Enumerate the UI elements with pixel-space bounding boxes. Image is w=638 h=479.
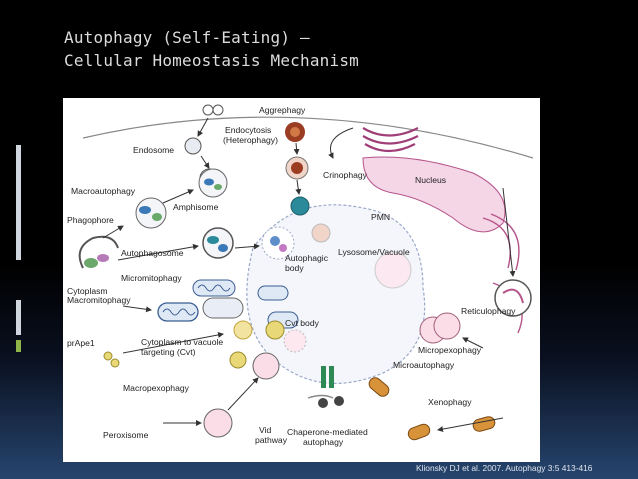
label-aggrephagy: Aggrephagy [259,105,306,115]
slide-title: Autophagy (Self-Eating) – Cellular Homeo… [64,26,524,72]
autophagy-diagram: Aggrephagy Endocytosis (Heterophagy) End… [63,98,540,462]
macroautophagy-vesicle-icon [135,197,167,229]
bacterium-icon [368,377,496,441]
label-amphisome: Amphisome [173,202,219,212]
autophagic-body-icon [261,226,295,260]
slide-title-line-1: Autophagy (Self-Eating) – [64,28,310,47]
label-chaperone-line-1: Chaperone-mediated [287,427,368,437]
label-cytoplasm: Cytoplasm [67,286,108,296]
diagram-svg: Aggrephagy Endocytosis (Heterophagy) End… [67,104,534,447]
reticulophagy-icon [494,279,532,317]
label-macroautophagy: Macroautophagy [71,186,136,196]
label-nucleus: Nucleus [415,175,446,185]
label-vid: Vid [259,425,271,435]
golgi-icon [362,127,419,153]
amphisome-icon [198,168,228,198]
autophagosome-icon [202,227,234,259]
label-endocytosis: Endocytosis [225,125,271,135]
label-reticulophagy: Reticulophagy [461,306,516,316]
label-lysosome-vacuole: Lysosome/Vacuole [338,247,410,257]
citation-text: Klionsky DJ et al. 2007. Autophagy 3:5 4… [416,463,593,473]
label-pmn: PMN [371,212,390,222]
label-microautophagy: Microautophagy [393,360,455,370]
aggregate-icon [285,122,331,243]
peroxisome-icon [203,329,307,438]
label-prape1: prApe1 [67,338,95,348]
nucleus-shape [362,156,506,233]
label-cvt-line-1: Cytoplasm to vacuole [141,337,223,347]
label-pathway: pathway [255,435,288,445]
pathway-arrows [102,117,516,433]
label-crinophagy: Crinophagy [323,170,368,180]
label-autophagic: Autophagic [285,253,329,263]
micropexophagy-icon [374,251,461,344]
label-chaperone-line-2: autophagy [303,437,344,447]
cell-membrane [82,116,534,159]
label-heterophagy: (Heterophagy) [223,135,278,145]
label-micropexophagy: Micropexophagy [418,345,482,355]
chaperone-icon [307,366,344,408]
label-cvt-line-2: targeting (Cvt) [141,347,196,357]
label-autophagosome: Autophagosome [121,248,184,258]
label-xenophagy: Xenophagy [428,397,472,407]
slide-title-line-2: Cellular Homeostasis Mechanism [64,51,359,70]
label-macromitophagy: Macromitophagy [67,295,131,305]
label-body: body [285,263,304,273]
label-peroxisome: Peroxisome [103,430,149,440]
label-endosome: Endosome [133,145,174,155]
deco-bar-3 [16,340,21,352]
phagophore-icon [78,235,119,269]
label-phagophore: Phagophore [67,215,114,225]
label-macropexophagy: Macropexophagy [123,383,190,393]
label-cvt-body: Cvt body [285,318,320,328]
label-micromitophagy: Micromitophagy [121,273,182,283]
cvt-body-icon [103,320,285,369]
diagram-labels: Aggrephagy Endocytosis (Heterophagy) End… [67,105,516,447]
deco-bar-2 [16,300,21,335]
deco-bar-1 [16,145,21,260]
